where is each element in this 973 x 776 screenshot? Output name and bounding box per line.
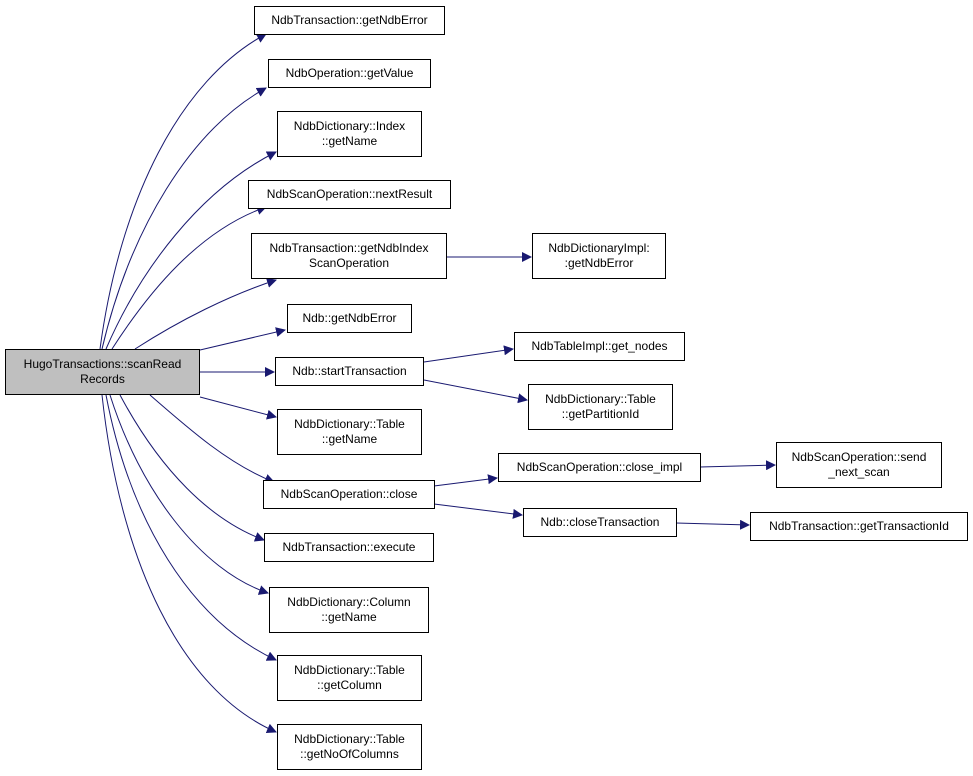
node-label: NdbTableImpl::get_nodes	[531, 339, 668, 353]
node-label-line2: _next_scan	[828, 465, 890, 479]
node-label-line1: HugoTransactions::scanRead	[23, 357, 182, 371]
node-label: NdbTransaction::getTransactionId	[769, 519, 949, 533]
node-label-line1: NdbDictionaryImpl:	[548, 241, 650, 255]
edge-root-to-ndb-getndberror	[199, 327, 286, 351]
node-ndbdictionary-table-getpartitionid[interactable]: NdbDictionary::Table ::getPartitionId	[528, 384, 673, 430]
node-ndbtransaction-execute[interactable]: NdbTransaction::execute	[264, 533, 434, 562]
node-ndbdictionaryimpl-getndberror[interactable]: NdbDictionaryImpl: :getNdbError	[532, 233, 666, 279]
node-label-line2: Records	[80, 372, 125, 386]
edge-root-to-execute	[119, 394, 265, 542]
node-label-line1: NdbScanOperation::send	[791, 450, 927, 464]
node-label: NdbScanOperation::nextResult	[266, 187, 433, 201]
node-ndbdictionary-table-getcolumn[interactable]: NdbDictionary::Table ::getColumn	[277, 655, 422, 701]
edge-root-to-nextresult	[111, 205, 267, 350]
edge-root-to-getcolumn	[105, 394, 277, 661]
node-ndbscanoperation-nextresult[interactable]: NdbScanOperation::nextResult	[248, 180, 451, 209]
node-label-line2: ::getName	[321, 432, 378, 446]
edge-starttransaction-to-getnodes	[423, 345, 514, 363]
node-ndbdictionary-table-getname[interactable]: NdbDictionary::Table ::getName	[277, 409, 422, 455]
edge-root-to-getndbindexscanoperation	[134, 278, 277, 350]
node-label: NdbScanOperation::close	[280, 487, 418, 501]
node-label-line1: NdbDictionary::Index	[293, 119, 406, 133]
node-ndb-starttransaction[interactable]: Ndb::startTransaction	[275, 357, 424, 386]
node-label-line2: ::getPartitionId	[561, 407, 640, 421]
node-label: NdbTransaction::getNdbError	[271, 13, 428, 27]
edge-root-to-getnoofcolumns	[101, 394, 277, 733]
node-label-line2: ::getNoOfColumns	[300, 747, 399, 761]
edge-root-to-scanclose	[149, 394, 275, 484]
node-label-line1: NdbTransaction::getNdbIndex	[269, 241, 429, 255]
node-ndb-closetransaction[interactable]: Ndb::closeTransaction	[523, 508, 677, 537]
node-label: NdbTransaction::execute	[282, 540, 416, 554]
node-label-line1: NdbDictionary::Table	[294, 417, 405, 431]
node-ndbdictionary-column-getname[interactable]: NdbDictionary::Column ::getName	[269, 587, 429, 633]
node-label: Ndb::closeTransaction	[540, 515, 660, 529]
node-label-line1: NdbDictionary::Table	[294, 732, 405, 746]
edge-closetransaction-to-gettransactionid	[675, 519, 750, 530]
node-label-line2: ::getColumn	[317, 678, 382, 692]
node-label-line2: ::getName	[321, 610, 377, 624]
node-label: Ndb::getNdbError	[302, 311, 397, 325]
edge-starttransaction-to-getpartitionid	[423, 379, 528, 404]
node-ndbtransaction-getndberror[interactable]: NdbTransaction::getNdbError	[254, 6, 445, 35]
node-label: Ndb::startTransaction	[292, 364, 407, 378]
node-ndbscanoperation-send-next-scan[interactable]: NdbScanOperation::send _next_scan	[776, 442, 942, 488]
node-ndbdictionary-table-getnoofcolumns[interactable]: NdbDictionary::Table ::getNoOfColumns	[277, 724, 422, 770]
edge-root-to-index-getname	[105, 151, 277, 350]
edge-scanclose-to-closetransaction	[433, 503, 523, 519]
node-label-line1: NdbDictionary::Table	[294, 663, 405, 677]
node-ndb-getndberror[interactable]: Ndb::getNdbError	[287, 304, 412, 333]
node-label-line1: NdbDictionary::Table	[545, 392, 656, 406]
edge-root-to-getndberror	[99, 33, 267, 350]
node-ndbdictionary-index-getname[interactable]: NdbDictionary::Index ::getName	[277, 111, 422, 157]
node-label-line1: NdbDictionary::Column	[287, 595, 411, 609]
node-label: NdbScanOperation::close_impl	[516, 460, 683, 474]
node-ndbtransaction-getndbindexscanoperation[interactable]: NdbTransaction::getNdbIndex ScanOperatio…	[251, 233, 447, 279]
edge-closeimpl-to-sendnextscan	[699, 460, 776, 471]
node-ndbscanoperation-close-impl[interactable]: NdbScanOperation::close_impl	[498, 453, 701, 482]
node-ndbtableimpl-get-nodes[interactable]: NdbTableImpl::get_nodes	[514, 332, 685, 361]
node-hugotransactions-scanreadrecords[interactable]: HugoTransactions::scanRead Records	[5, 349, 200, 395]
edge-root-to-getvalue	[101, 87, 267, 350]
edge-root-to-column-getname	[109, 394, 269, 595]
node-label-line2: ScanOperation	[308, 256, 390, 270]
node-ndboperation-getvalue[interactable]: NdbOperation::getValue	[268, 59, 431, 88]
node-label-line2: ::getName	[321, 134, 378, 148]
node-label-line2: :getNdbError	[564, 256, 634, 270]
edge-scanclose-to-closeimpl	[433, 474, 498, 487]
edge-root-to-table-getname	[199, 396, 277, 420]
node-label: NdbOperation::getValue	[285, 66, 414, 80]
node-ndbscanoperation-close[interactable]: NdbScanOperation::close	[263, 480, 435, 509]
node-ndbtransaction-gettransactionid[interactable]: NdbTransaction::getTransactionId	[750, 512, 968, 541]
